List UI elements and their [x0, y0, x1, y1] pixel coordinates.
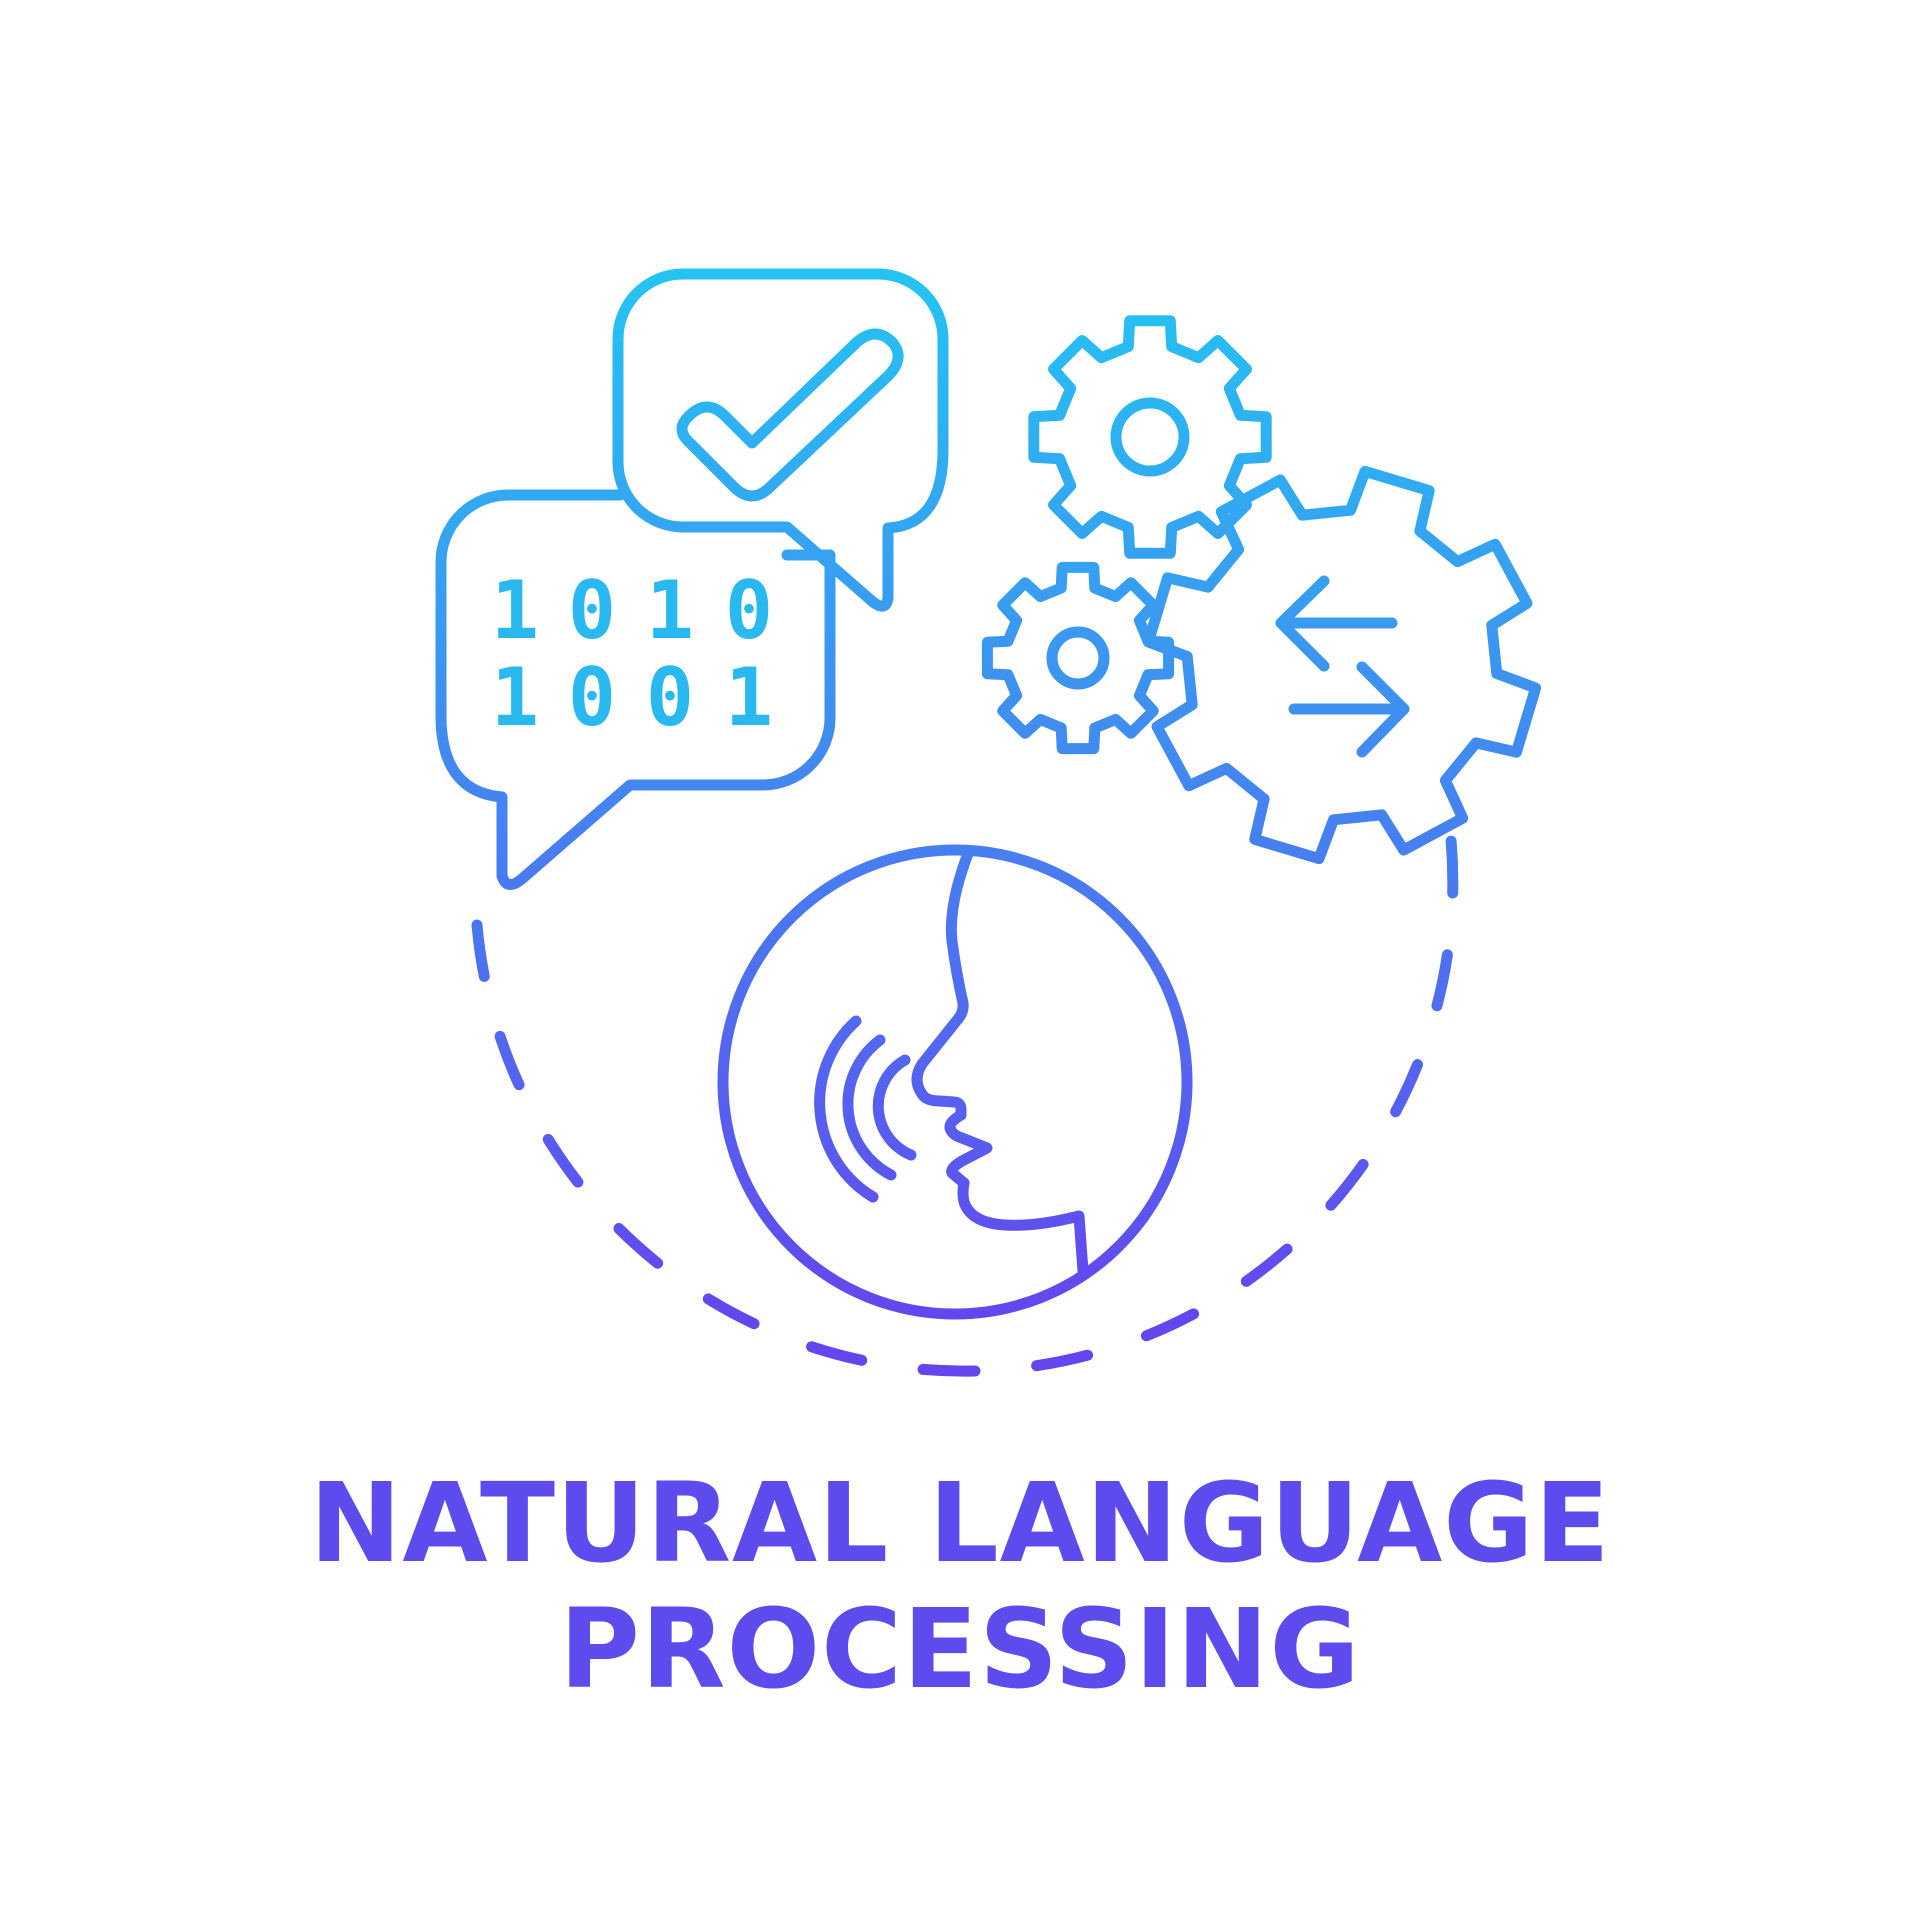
dashed-arc [471, 834, 1459, 1377]
sound-waves-icon [814, 1015, 917, 1203]
swap-arrows-icon [1275, 575, 1410, 758]
speaking-face-icon [717, 844, 1193, 1320]
caption-line-2: PROCESSING [559, 1585, 1361, 1713]
binary-digit: 0 [568, 651, 616, 744]
binary-digit: 1 [646, 564, 694, 657]
binary-digit: 1 [491, 651, 539, 744]
binary-digit: 0 [725, 564, 773, 657]
gear-large-icon [1142, 465, 1542, 865]
checkmark-icon [676, 328, 904, 502]
binary-digit: 0 [646, 651, 694, 744]
binary-digit: 0 [568, 564, 616, 657]
gear-medium-icon [1028, 315, 1272, 559]
caption-line-1: NATURAL LANGUAGE [309, 1459, 1611, 1587]
binary-code: 1 0 1 0 1 0 0 1 [491, 564, 773, 744]
binary-digit: 1 [491, 564, 539, 657]
gear-small-icon [981, 561, 1175, 755]
speech-bubble-check-icon [612, 268, 949, 612]
speech-bubble-binary-icon [435, 489, 836, 890]
binary-digit: 1 [725, 651, 773, 744]
